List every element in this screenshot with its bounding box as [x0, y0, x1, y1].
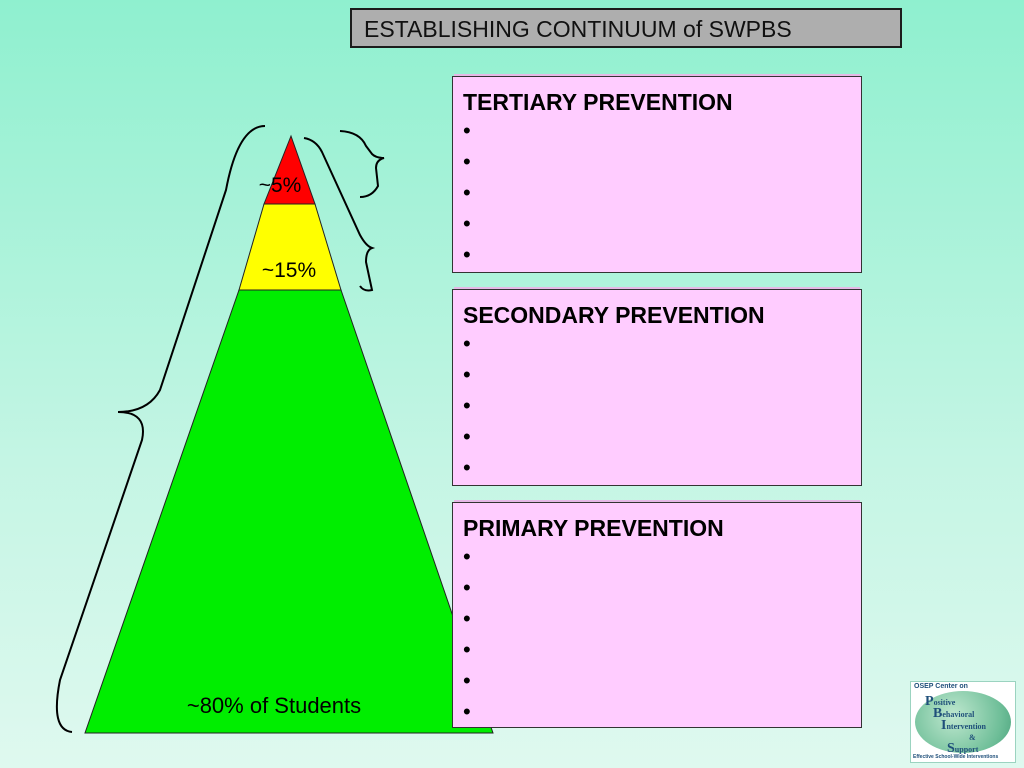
bullet-item: • — [463, 180, 471, 205]
panel-heading-tertiary: TERTIARY PREVENTION — [463, 89, 733, 115]
logo-line: Positive — [925, 694, 1011, 709]
bullet-item: • — [463, 699, 471, 724]
logo-initial: P — [925, 694, 934, 709]
logo-line: & — [925, 732, 1011, 743]
panel-secondary-prevention: SECONDARY PREVENTION • • • • • — [452, 289, 862, 486]
logo-initial: S — [947, 741, 955, 756]
logo-circle — [915, 691, 1011, 753]
bullet-list-tertiary: • • • • • — [463, 115, 471, 270]
panel-primary-prevention: PRIMARY PREVENTION • • • • • • — [452, 502, 862, 728]
tier-label-secondary: ~15% — [262, 259, 316, 282]
bullet-list-primary: • • • • • • — [463, 541, 471, 727]
bullet-item: • — [463, 455, 471, 480]
pyramid-tier-primary — [84, 289, 494, 734]
bullet-item: • — [463, 544, 471, 569]
bullet-item: • — [463, 118, 471, 143]
title-box: ESTABLISHING CONTINUUM of SWPBS — [350, 8, 902, 48]
slide-title: ESTABLISHING CONTINUUM of SWPBS — [364, 16, 792, 42]
bullet-item: • — [463, 575, 471, 600]
bullet-item: • — [463, 362, 471, 387]
logo-word: ositive — [933, 698, 956, 707]
logo-word: & — [969, 733, 976, 742]
bullet-item: • — [463, 149, 471, 174]
logo-word: upport — [954, 745, 979, 754]
bullet-item: • — [463, 393, 471, 418]
bullet-item: • — [463, 424, 471, 449]
logo-letters: Positive Behavioral Intervention & Suppo… — [925, 694, 1011, 756]
logo-word: ntervention — [946, 722, 987, 731]
brace-upper-tiers — [303, 137, 376, 292]
logo-initial: B — [933, 706, 943, 721]
panel-heading-secondary: SECONDARY PREVENTION — [463, 302, 765, 328]
bullet-item: • — [463, 637, 471, 662]
tier-label-tertiary: ~5% — [259, 174, 302, 197]
logo-line: Support — [925, 741, 1011, 756]
pyramid-tier-tertiary — [263, 134, 316, 205]
brace-all-students — [55, 125, 266, 733]
logo-bottom-text: Effective School-Wide Interventions — [913, 754, 999, 760]
panel-heading-primary: PRIMARY PREVENTION — [463, 515, 724, 541]
bullet-item: • — [463, 242, 471, 267]
logo-initial: I — [941, 718, 947, 733]
logo-line: Intervention — [925, 718, 1011, 733]
bullet-item: • — [463, 668, 471, 693]
panel-tertiary-prevention: TERTIARY PREVENTION • • • • • — [452, 76, 862, 273]
logo-word: ehavioral — [942, 710, 975, 719]
brace-tertiary — [339, 130, 385, 198]
bullet-list-secondary: • • • • • — [463, 328, 471, 483]
tier-label-primary: ~80% of Students — [187, 693, 361, 718]
logo-line: Behavioral — [925, 706, 1011, 721]
logo-top-text: OSEP Center on — [914, 683, 968, 690]
pbis-logo: OSEP Center on Positive Behavioral Inter… — [910, 681, 1016, 763]
bullet-item: • — [463, 211, 471, 236]
bullet-item: • — [463, 606, 471, 631]
bullet-item: • — [463, 331, 471, 356]
